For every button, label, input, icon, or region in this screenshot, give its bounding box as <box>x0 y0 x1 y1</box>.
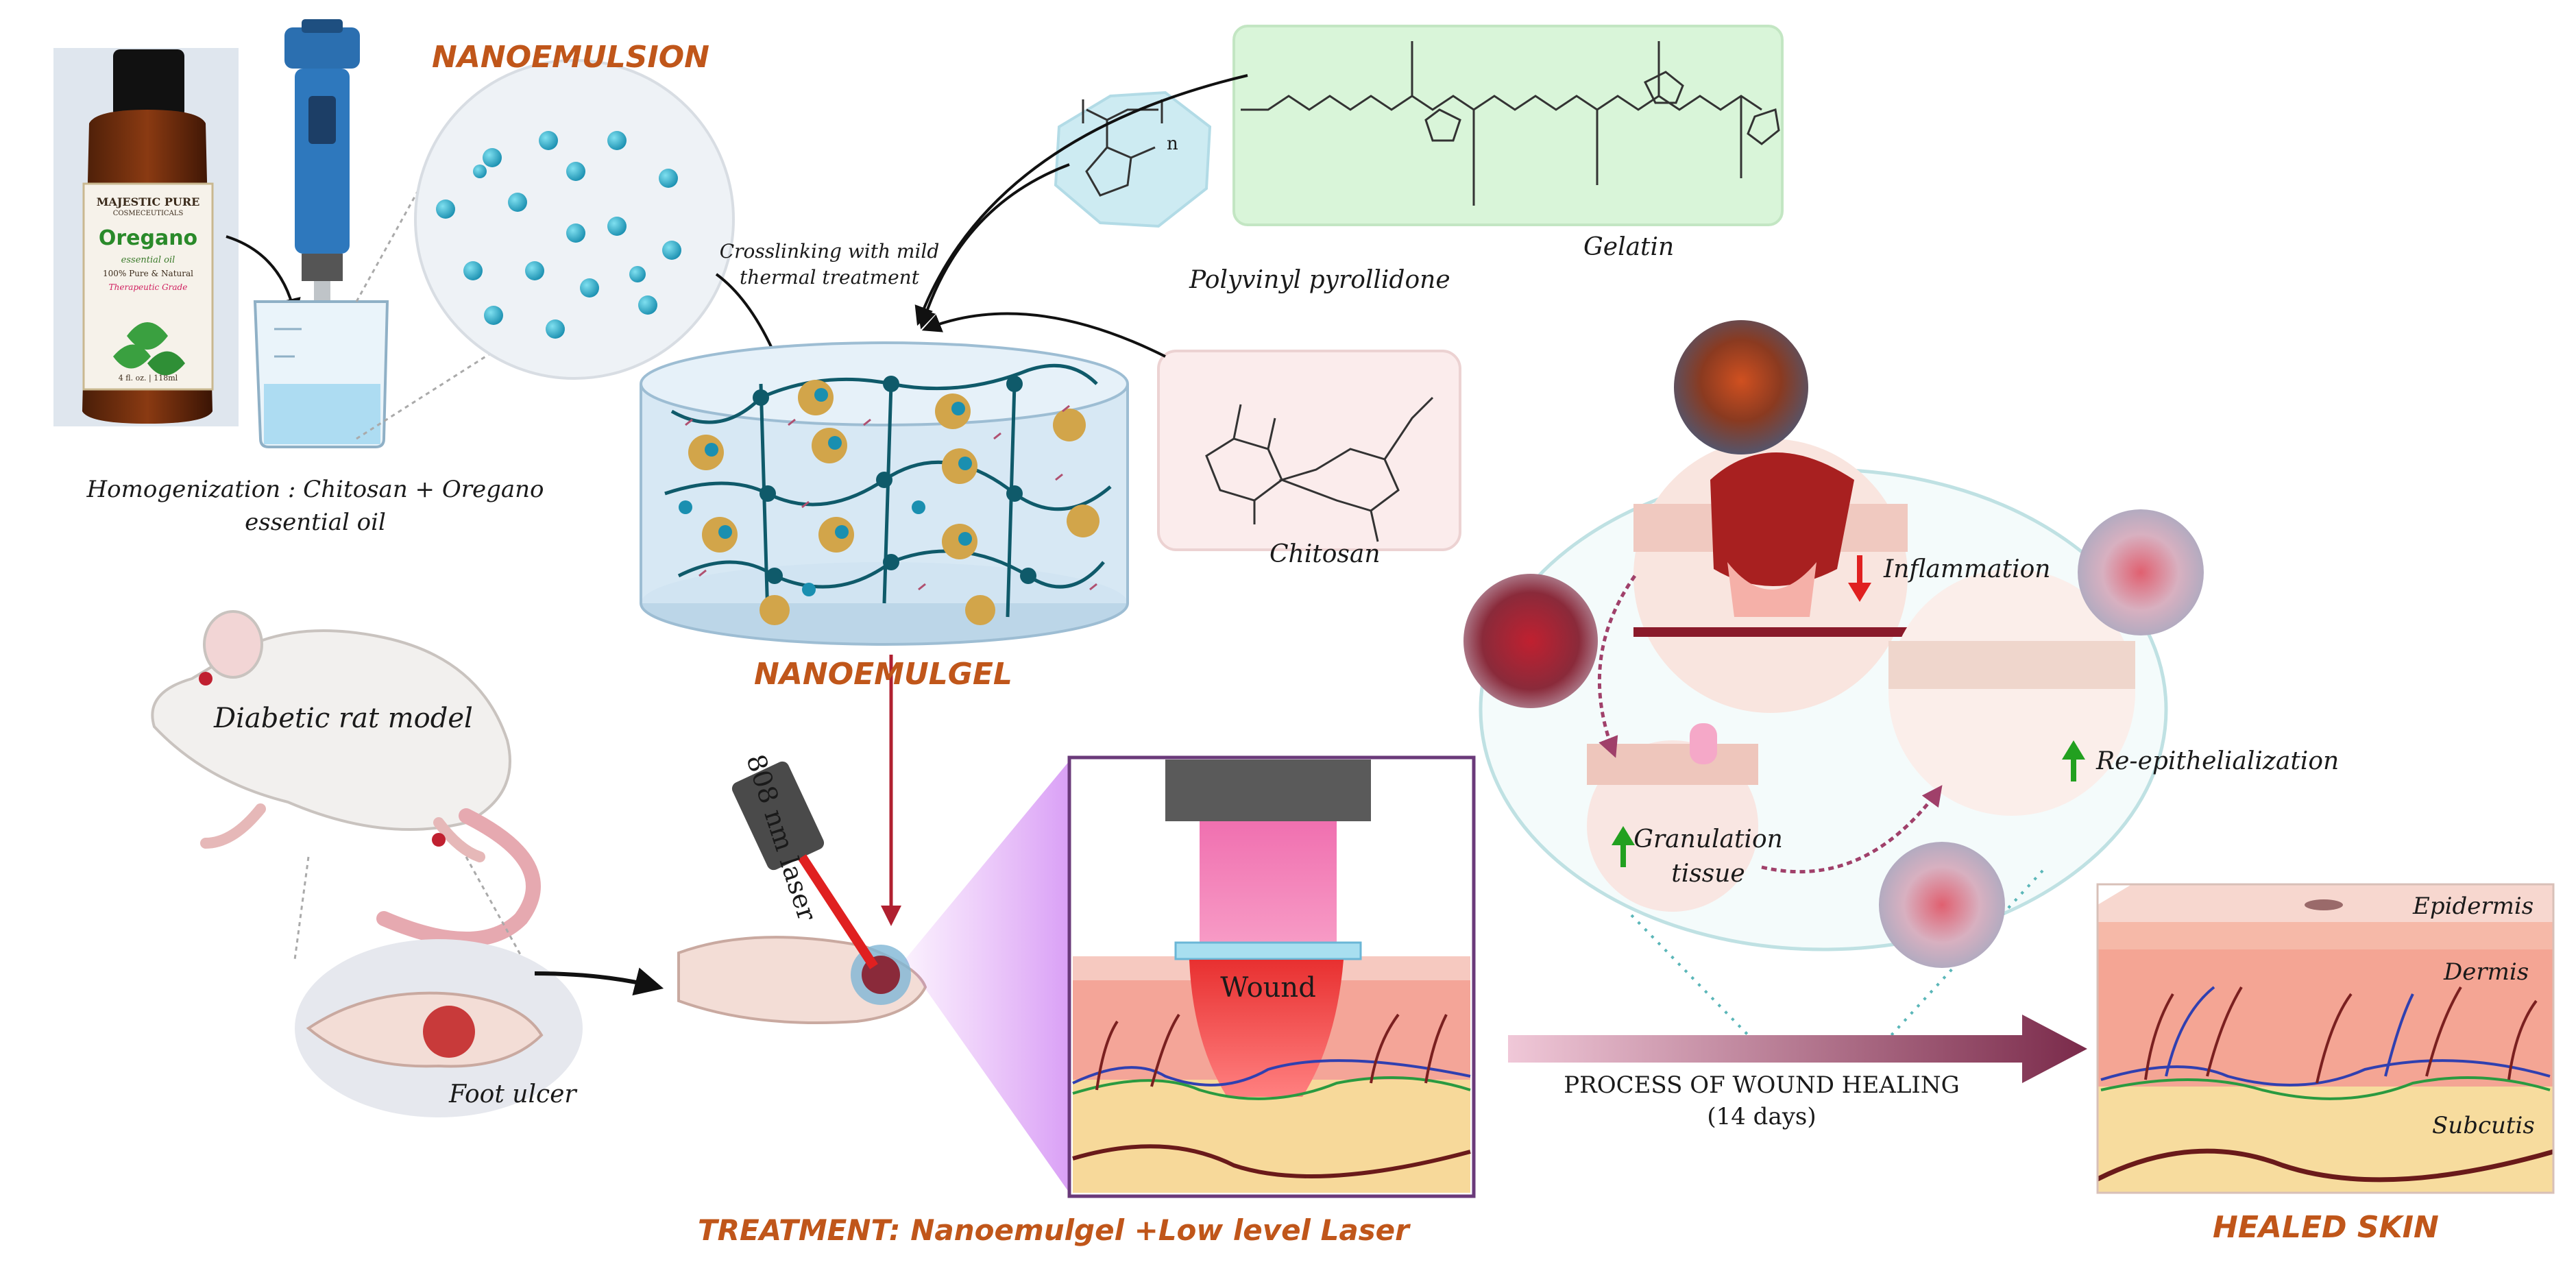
inflammation-label: Inflammation <box>1884 555 2051 583</box>
chitosan-structure <box>1157 350 1461 551</box>
gelatin-arrow <box>914 74 1248 326</box>
healed-skin-title: HEALED SKIN <box>2213 1210 2439 1245</box>
process-label: PROCESS OF WOUND HEALING (14 days) <box>1494 1069 2029 1132</box>
treatment-title: TREATMENT: Nanoemulgel +Low level Laser <box>698 1213 1409 1247</box>
bottle-line1: essential oil <box>121 255 175 265</box>
bottle-line3: Therapeutic Grade <box>108 282 188 292</box>
granulation-tile <box>1587 723 1758 912</box>
pvp-arrow <box>917 163 1070 330</box>
bottle-volume: 4 fl. oz. | 118ml <box>118 374 178 383</box>
dermis-label: Dermis <box>2444 958 2529 986</box>
zoom-cone <box>905 761 1069 1193</box>
pvp-repeat-n: n <box>1167 134 1178 154</box>
bottle-line2: 100% Pure & Natural <box>102 269 193 278</box>
wound-photo-day1 <box>1674 320 1808 454</box>
granulation-label: Granulation tissue <box>1633 823 1784 891</box>
granulation-line2: tissue <box>1671 860 1745 888</box>
wound-photo-healing <box>2078 509 2204 635</box>
gelatin-label: Gelatin <box>1583 233 1675 261</box>
homogenization-label: Homogenization : Chitosan + Oregano esse… <box>48 473 583 539</box>
process-line2: (14 days) <box>1707 1103 1816 1130</box>
bottle-product: Oregano <box>98 226 198 250</box>
re-epithelialization-label: Re-epithelialization <box>2096 747 2340 775</box>
wound-label: Wound <box>1220 972 1316 1004</box>
diabetic-rat <box>151 610 541 947</box>
treatment-panel <box>1067 755 1476 1198</box>
nanoemulgel-cylinder <box>640 341 1129 646</box>
chitosan-arrow <box>921 312 1166 358</box>
oregano-oil-bottle <box>53 48 239 426</box>
foot-ulcer-label: Foot ulcer <box>449 1080 576 1108</box>
epidermis-label: Epidermis <box>2413 893 2534 920</box>
granulation-line1: Granulation <box>1633 825 1783 853</box>
crosslinking-label: Crosslinking with mild thermal treatment <box>699 239 960 291</box>
crosslinking-line1: Crosslinking with mild <box>719 240 940 263</box>
inflammation-down-arrow <box>1848 555 1871 602</box>
subcutis-label: Subcutis <box>2432 1112 2535 1139</box>
homogenization-line2: essential oil <box>245 509 386 536</box>
healed-skin <box>2096 883 2555 1194</box>
re-epithelialization-tile <box>1888 569 2135 816</box>
process-line1: PROCESS OF WOUND HEALING <box>1564 1071 1960 1099</box>
nanoemulsion-title: NANOEMULSION <box>432 40 710 75</box>
nanoemulsion-droplets <box>414 59 735 380</box>
gelatin-structure <box>1232 25 1784 226</box>
crosslinking-line2: thermal treatment <box>740 266 919 289</box>
homogenization-line1: Homogenization : Chitosan + Oregano <box>86 476 544 503</box>
nanoemulgel-title: NANOEMULGEL <box>754 657 1012 692</box>
zoom-line <box>293 856 310 960</box>
foot-ulcer-image <box>295 939 583 1117</box>
inflammation-tile <box>1633 439 1908 713</box>
wound-photo-granulation <box>1879 842 2005 968</box>
rat-model-label: Diabetic rat model <box>214 703 473 734</box>
treated-foot <box>677 936 927 1024</box>
re-epithelialization-up-arrow <box>2062 740 2085 781</box>
zoom-line <box>356 341 508 440</box>
wound-photo-inflamed <box>1463 574 1598 708</box>
beaker <box>253 300 389 448</box>
bottle-subbrand: COSMECEUTICALS <box>112 210 184 217</box>
laser-device <box>731 761 878 969</box>
granulation-up-arrow <box>1612 826 1635 867</box>
rat-to-foot-arrow <box>534 967 664 996</box>
pvp-label: Polyvinyl pyrollidone <box>1189 266 1450 294</box>
cycle-arrow <box>1761 785 1943 874</box>
process-arrow <box>1508 1015 2087 1083</box>
chitosan-label: Chitosan <box>1269 540 1381 568</box>
bottle-brand: MAJESTIC PURE <box>96 195 200 208</box>
